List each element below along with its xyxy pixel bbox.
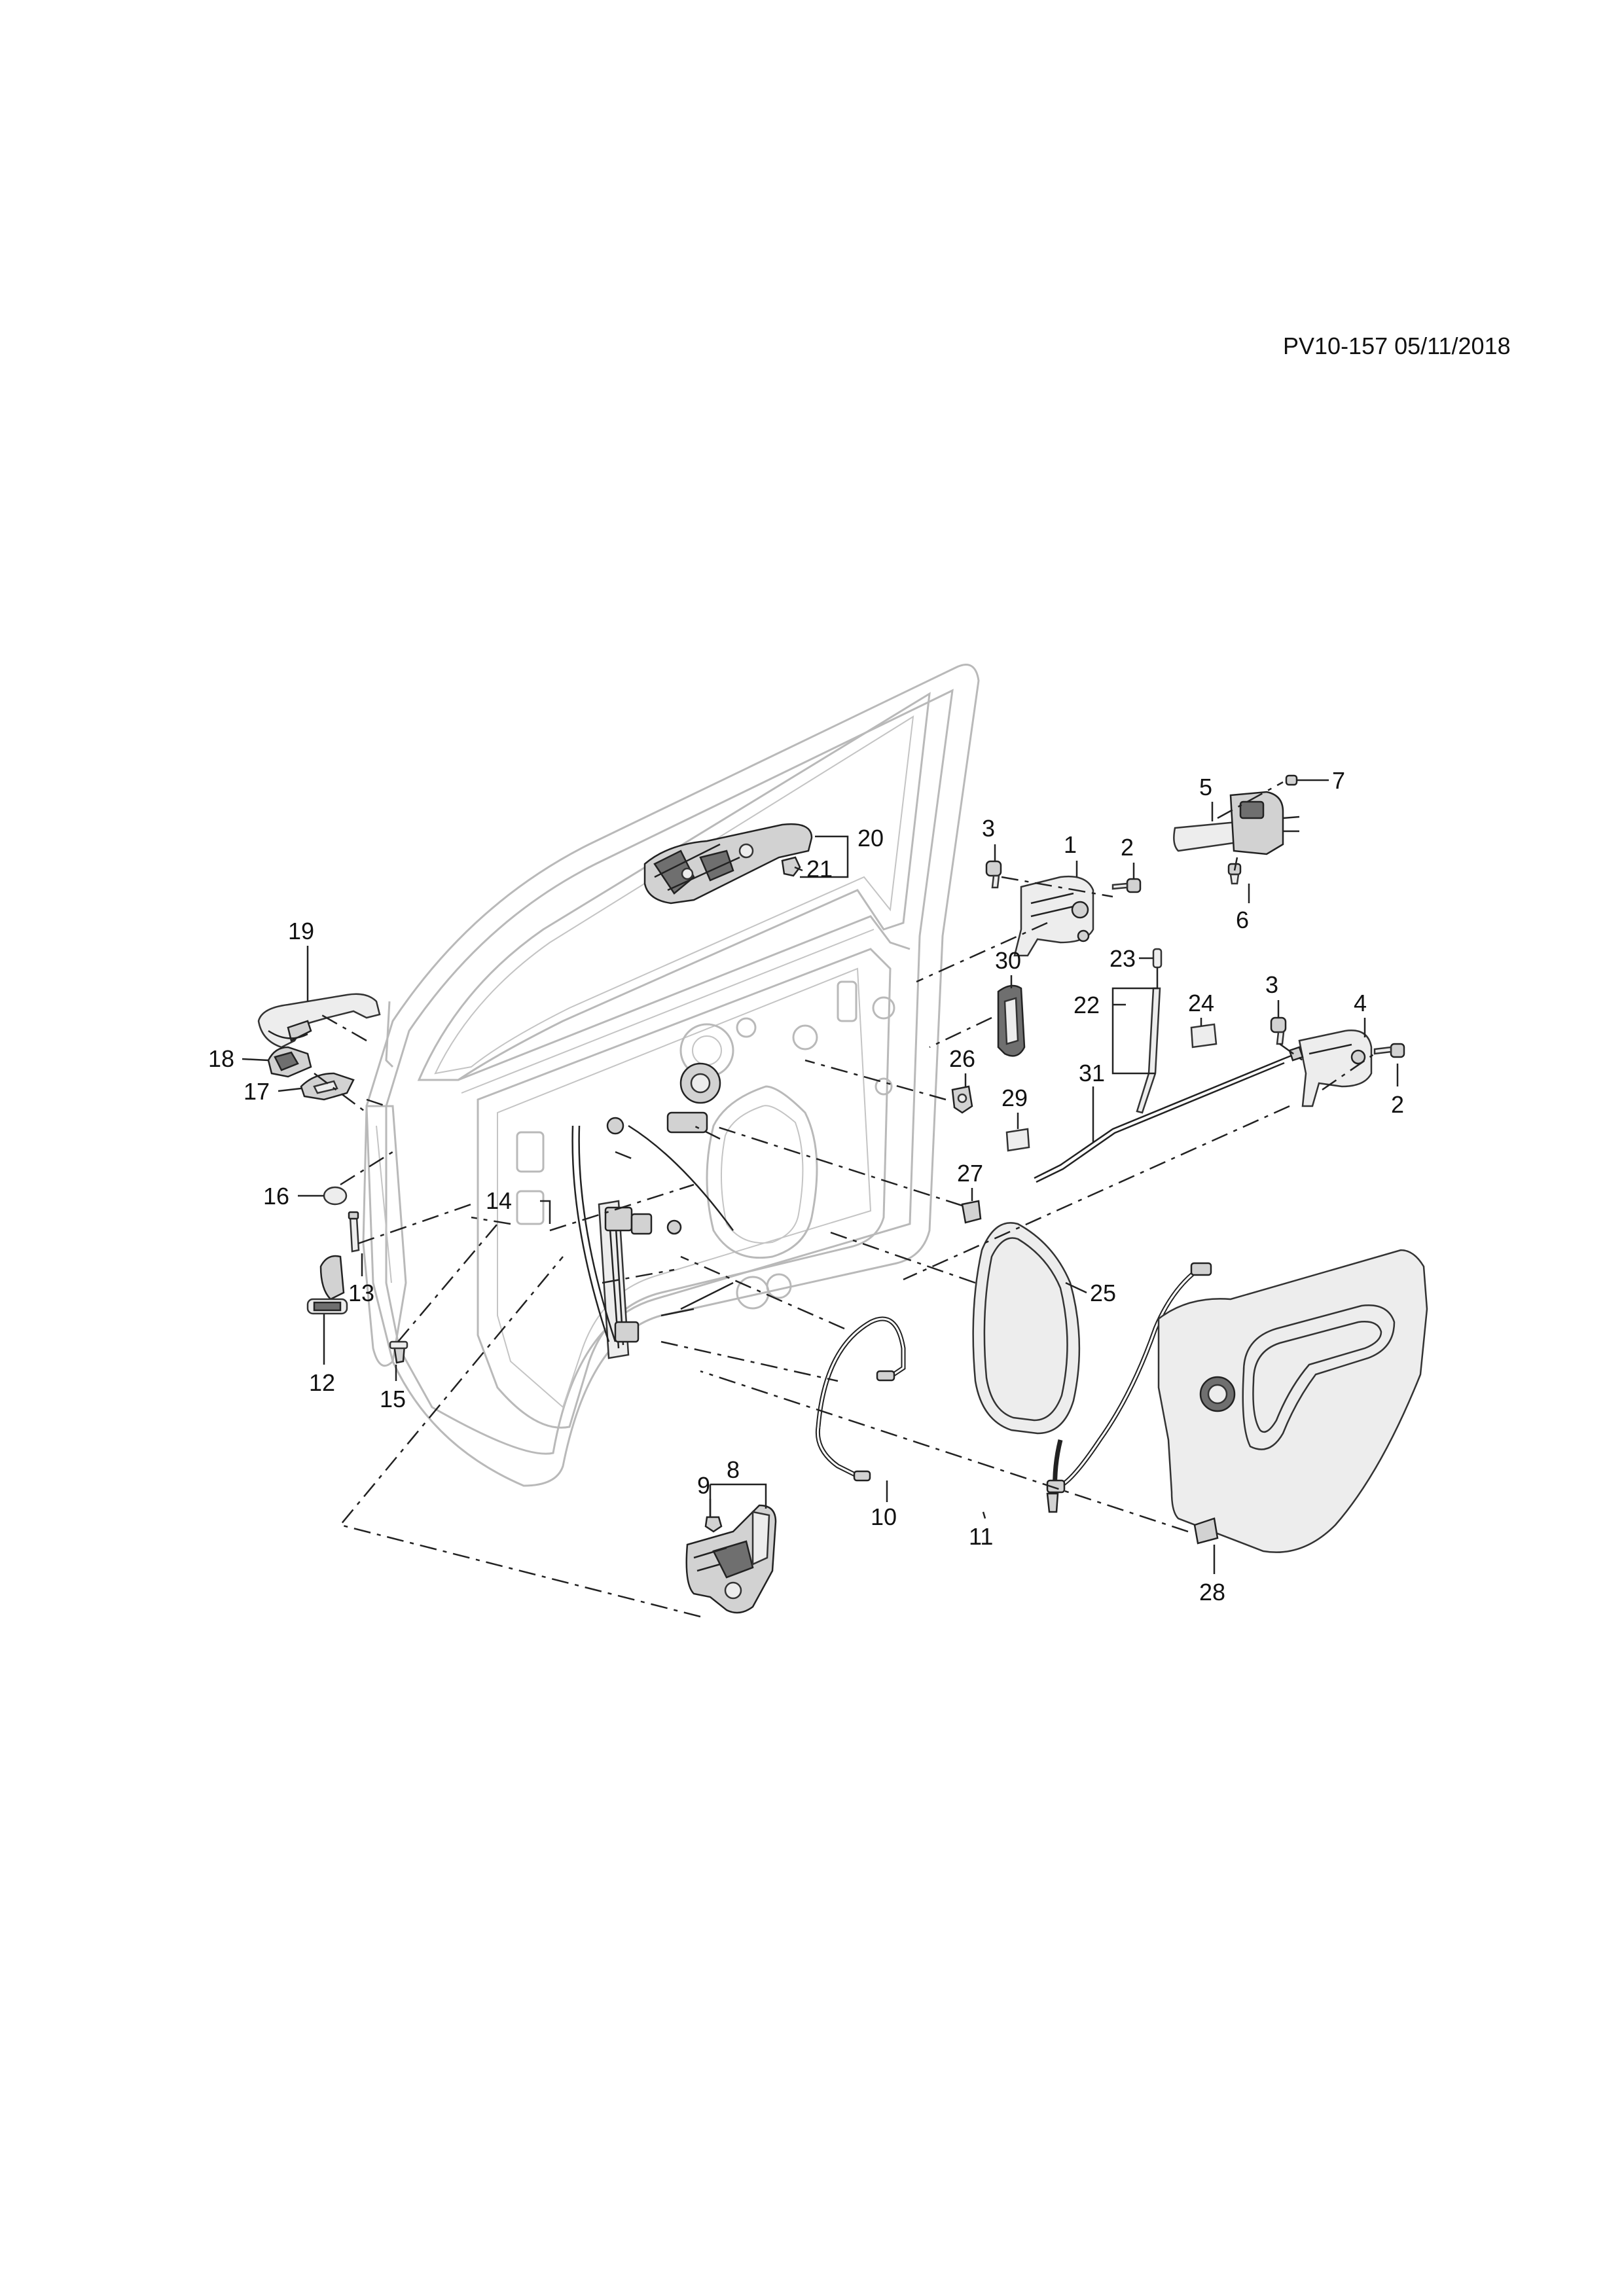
callout-15: 15 [380, 1386, 406, 1412]
callout-20: 20 [857, 825, 884, 852]
bolt-part-7 [1285, 774, 1298, 786]
callout-27: 27 [957, 1160, 983, 1187]
clip-part-27 [961, 1200, 982, 1224]
outside-handle-bracket-part-20 [643, 823, 813, 905]
deflector-part-28 [1157, 1249, 1428, 1553]
callout-28: 28 [1199, 1579, 1225, 1605]
grommet-part-16 [323, 1186, 348, 1206]
callout-9: 9 [697, 1472, 710, 1499]
assembly-lines [314, 781, 1375, 1618]
callout-30: 30 [995, 947, 1021, 974]
callout-31: 31 [1079, 1060, 1105, 1086]
bracket-part-12 [306, 1255, 348, 1315]
bolt-part-2-lower [1373, 1043, 1405, 1058]
handle-cap-part-18 [267, 1046, 312, 1078]
callout-13: 13 [348, 1280, 374, 1306]
callout-16: 16 [263, 1183, 289, 1210]
callout-24: 24 [1188, 990, 1214, 1016]
callout-2-upper: 2 [1121, 834, 1134, 861]
window-regulator [571, 1062, 734, 1359]
drawing-id-label: PV10-157 05/11/2018 [1283, 332, 1511, 359]
rod-part-22 [1136, 987, 1161, 1114]
handle-clip-part-21 [781, 856, 801, 877]
callout-11: 11 [969, 1523, 993, 1550]
callout-3-upper: 3 [982, 815, 995, 842]
clip-part-26 [951, 1085, 973, 1114]
outside-handle-part-19 [257, 993, 381, 1049]
striker-cover-part-30 [997, 984, 1026, 1057]
callout-10: 10 [871, 1503, 897, 1530]
callout-1: 1 [1064, 831, 1077, 858]
callout-21: 21 [806, 855, 833, 882]
pad-part-29 [1005, 1128, 1030, 1152]
callout-17: 17 [244, 1078, 270, 1105]
leader-lines [242, 779, 1399, 1574]
cable-part-10 [815, 1316, 906, 1482]
harness-part-11 [1046, 1262, 1212, 1513]
screw-part-15 [389, 1340, 408, 1364]
callout-2-lower: 2 [1391, 1091, 1404, 1118]
callout-18: 18 [208, 1045, 234, 1072]
callout-7: 7 [1332, 767, 1345, 794]
nut-part-9 [704, 1516, 723, 1533]
callout-23: 23 [1110, 945, 1136, 972]
upper-hinge-part-1 [1013, 875, 1094, 957]
pad-part-24 [1190, 1023, 1218, 1049]
callout-12: 12 [309, 1369, 335, 1396]
door-latch-part-8 [685, 1504, 777, 1614]
callout-26: 26 [949, 1045, 975, 1072]
handle-gasket-part-17 [300, 1072, 355, 1101]
callout-3-lower: 3 [1265, 971, 1278, 998]
bolt-part-3-upper [985, 860, 1002, 889]
door-shell [362, 664, 980, 1487]
callout-14: 14 [486, 1187, 512, 1214]
callout-19: 19 [288, 918, 314, 944]
callout-25: 25 [1090, 1280, 1116, 1306]
door-check-part-5 [1173, 791, 1300, 855]
callout-29: 29 [1001, 1085, 1028, 1111]
bolt-part-2-upper [1111, 878, 1142, 893]
lower-hinge-part-4 [1298, 1030, 1373, 1107]
clip-part-23 [1152, 948, 1163, 969]
water-seal-part-25 [972, 1222, 1081, 1435]
pin-part-13 [348, 1211, 360, 1253]
callout-4: 4 [1354, 990, 1367, 1016]
callout-8: 8 [727, 1456, 740, 1483]
callout-labels: 1 2 3 5 7 6 20 21 30 23 22 24 3 4 2 26 2… [208, 767, 1404, 1605]
callout-5: 5 [1199, 774, 1212, 800]
callout-22: 22 [1074, 992, 1100, 1018]
bolt-part-3-lower [1270, 1016, 1287, 1045]
callout-6: 6 [1236, 906, 1249, 933]
lock-rod-part-31 [1034, 1046, 1304, 1183]
